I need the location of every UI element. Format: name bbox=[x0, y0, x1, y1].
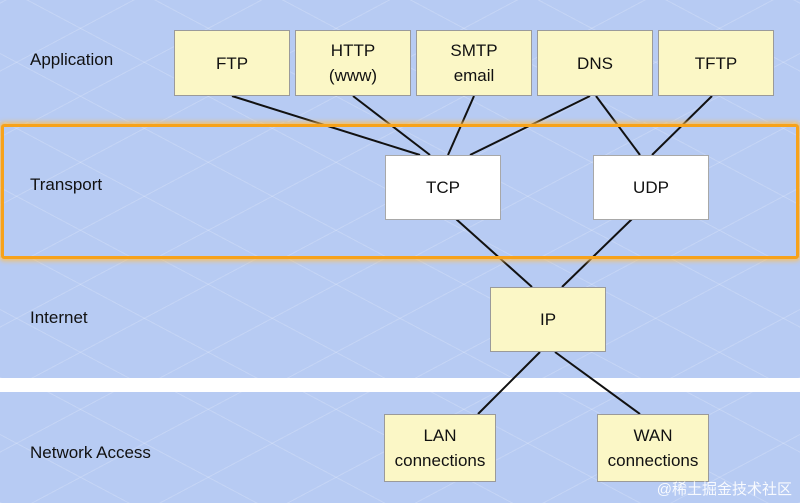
link-dns-tcp bbox=[469, 95, 591, 156]
lan-label: LAN bbox=[423, 426, 457, 445]
link-dns-udp bbox=[595, 95, 641, 156]
network-access-layer-label: Network Access bbox=[30, 443, 151, 462]
link-tcp-ip bbox=[455, 218, 533, 288]
lan-sublabel: connections bbox=[394, 451, 486, 470]
tcp-box: TCP bbox=[385, 155, 501, 220]
http-label: HTTP bbox=[330, 41, 376, 60]
smtp-box: SMTP email bbox=[416, 30, 532, 96]
wan-box: WAN connections bbox=[597, 414, 709, 482]
link-udp-ip bbox=[561, 218, 633, 288]
internet-layer-band bbox=[0, 256, 800, 378]
application-layer-label: Application bbox=[30, 50, 114, 69]
link-ip-wan bbox=[554, 351, 641, 415]
link-ip-lan bbox=[477, 351, 541, 415]
ip-box: IP bbox=[490, 287, 606, 352]
wan-label: WAN bbox=[633, 426, 673, 445]
dns-box: DNS bbox=[537, 30, 653, 96]
tftp-label: TFTP bbox=[694, 53, 738, 73]
internet-layer-label: Internet bbox=[30, 308, 88, 327]
ftp-label: FTP bbox=[215, 53, 249, 73]
wan-sublabel: connections bbox=[607, 451, 699, 470]
dns-label: DNS bbox=[577, 53, 613, 73]
tftp-box: TFTP bbox=[658, 30, 774, 96]
udp-label: UDP bbox=[633, 178, 669, 197]
link-smtp-tcp bbox=[447, 95, 475, 156]
tcp-label: TCP bbox=[426, 178, 460, 197]
http-box: HTTP (www) bbox=[295, 30, 411, 96]
lan-box: LAN connections bbox=[384, 414, 496, 482]
smtp-label: SMTP bbox=[450, 41, 498, 60]
smtp-sublabel: email bbox=[453, 66, 495, 85]
udp-box: UDP bbox=[593, 155, 709, 220]
watermark: @稀土掘金技术社区 bbox=[656, 481, 792, 498]
link-tftp-udp bbox=[651, 95, 713, 156]
ftp-box: FTP bbox=[174, 30, 290, 96]
transport-layer-label: Transport bbox=[30, 175, 103, 194]
http-sublabel: (www) bbox=[328, 66, 378, 85]
ip-label: IP bbox=[539, 310, 557, 329]
